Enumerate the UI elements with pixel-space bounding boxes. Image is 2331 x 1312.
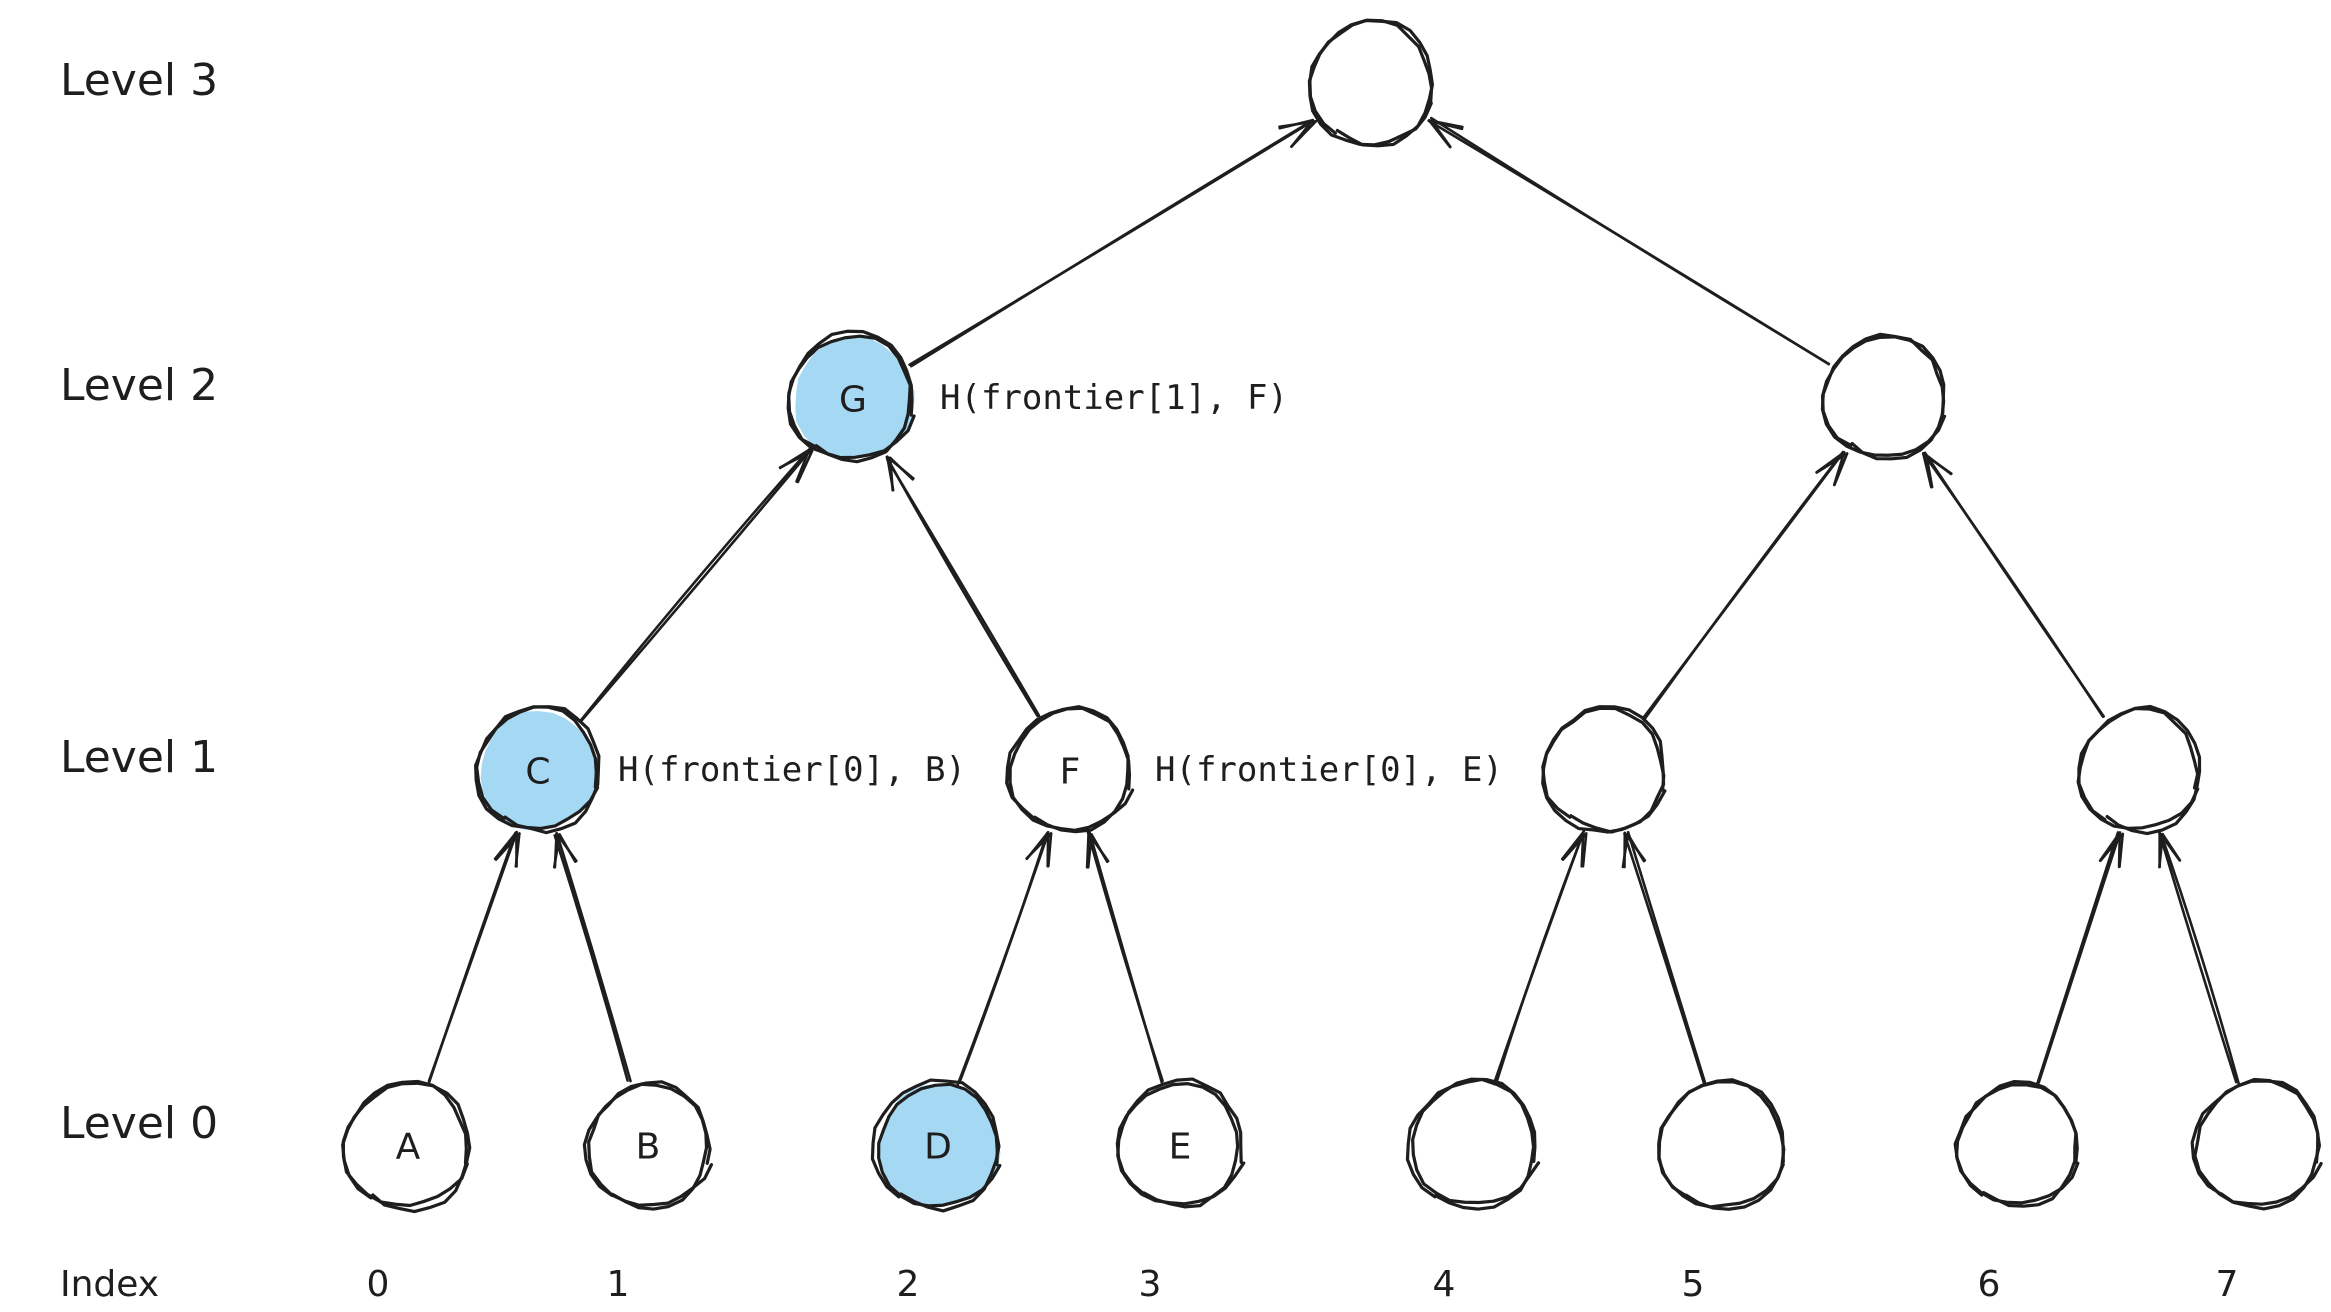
tree-edge xyxy=(1492,829,1588,1086)
index-value-6: 6 xyxy=(1978,1264,2001,1305)
tree-node-L7[interactable] xyxy=(2190,1077,2323,1211)
tree-node-L6[interactable] xyxy=(1953,1079,2080,1208)
tree-node-L5[interactable] xyxy=(1657,1078,1786,1211)
node-highlight-fill xyxy=(795,336,915,460)
tree-edge xyxy=(1085,830,1164,1085)
node-outline xyxy=(1820,335,1946,461)
node-label: B xyxy=(636,1127,661,1168)
node-outline xyxy=(1405,1077,1536,1211)
node-outline xyxy=(1657,1078,1785,1211)
node-outline xyxy=(1307,18,1434,147)
node-label: C xyxy=(525,752,550,793)
node-label: G xyxy=(839,380,867,421)
tree-node-c[interactable]: C xyxy=(474,705,601,835)
edges-layer xyxy=(427,116,2241,1087)
node-fill xyxy=(1011,711,1128,827)
node-highlight-fill xyxy=(878,1083,1001,1207)
node-fill xyxy=(588,1083,707,1204)
level-label-2: Level 1 xyxy=(60,732,218,783)
node-outline xyxy=(1953,1083,2078,1208)
tree-node-n1c[interactable] xyxy=(1541,705,1667,834)
node-outline xyxy=(2077,704,2202,836)
tree-node-n2r[interactable] xyxy=(1820,332,1947,461)
tree-edge xyxy=(1641,450,1849,722)
node-fill xyxy=(1960,1084,2079,1205)
node-outline xyxy=(582,1082,709,1211)
tree-edge xyxy=(908,118,1318,368)
node-outline xyxy=(787,334,912,464)
tree-edge xyxy=(1427,116,1831,366)
tree-edge xyxy=(552,832,632,1083)
index-value-7: 7 xyxy=(2216,1264,2239,1305)
tree-edge xyxy=(956,830,1053,1087)
tree-node-e[interactable]: E xyxy=(1115,1077,1246,1209)
tree-edge xyxy=(579,448,814,723)
tree-edge xyxy=(1621,830,1707,1085)
node-outline xyxy=(1005,705,1130,834)
node-fill xyxy=(1662,1082,1783,1204)
nodes-layer: G C F A B D E xyxy=(341,18,2323,1214)
tree-node-b[interactable]: B xyxy=(582,1080,714,1211)
node-fill xyxy=(1825,335,1944,457)
level-label-0: Level 3 xyxy=(60,55,218,106)
node-outline xyxy=(2190,1079,2322,1211)
node-outline xyxy=(870,1078,1001,1213)
node-label: D xyxy=(924,1127,952,1168)
tree-node-n1d[interactable] xyxy=(2076,704,2202,836)
node-label: E xyxy=(1169,1127,1192,1168)
node-highlight-fill xyxy=(480,711,598,831)
tree-node-L4[interactable] xyxy=(1405,1077,1541,1211)
tree-edge xyxy=(2035,831,2125,1086)
labels-layer: H(frontier[1], F) H(frontier[0], B) H(fron… xyxy=(60,55,2238,1305)
node-fill xyxy=(2196,1083,2316,1204)
node-label: F xyxy=(1060,752,1081,793)
tree-edge xyxy=(885,455,1041,718)
index-value-2: 2 xyxy=(897,1264,920,1305)
node-outline xyxy=(1008,706,1135,832)
index-value-0: 0 xyxy=(367,1264,390,1305)
tree-edge xyxy=(1922,451,2105,718)
node-outline xyxy=(341,1081,472,1214)
tree-node-f[interactable]: F xyxy=(1005,705,1135,834)
node-outline xyxy=(475,705,601,835)
index-value-4: 4 xyxy=(1433,1264,1456,1305)
node-fill xyxy=(1547,709,1663,827)
hash-annotation-f: H(frontier[0], E) xyxy=(1155,750,1503,790)
node-outline xyxy=(1308,18,1435,148)
index-row-label: Index xyxy=(60,1264,159,1305)
node-outline xyxy=(1115,1082,1240,1209)
node-fill xyxy=(1311,23,1431,144)
tree-edge xyxy=(427,830,521,1084)
level-label-1: Level 2 xyxy=(60,360,218,411)
tree-edge xyxy=(2158,831,2241,1086)
hash-annotation-g: H(frontier[1], F) xyxy=(940,378,1288,418)
node-fill xyxy=(1119,1083,1239,1204)
node-fill xyxy=(1413,1084,1533,1205)
node-fill xyxy=(348,1082,468,1204)
hash-annotation-c: H(frontier[0], B) xyxy=(618,750,966,790)
node-outline xyxy=(2076,706,2200,830)
index-value-1: 1 xyxy=(607,1264,630,1305)
node-outline xyxy=(1541,705,1666,834)
node-fill xyxy=(2082,711,2198,827)
tree-node-g[interactable]: G xyxy=(786,329,916,464)
index-value-3: 3 xyxy=(1139,1264,1162,1305)
tree-node-d[interactable]: D xyxy=(870,1078,1002,1213)
tree-node-a[interactable]: A xyxy=(341,1079,472,1214)
tree-node-root[interactable] xyxy=(1307,18,1435,148)
index-value-5: 5 xyxy=(1682,1264,1705,1305)
node-outline xyxy=(877,1082,1002,1208)
level-label-3: Level 0 xyxy=(60,1098,218,1149)
node-label: A xyxy=(396,1127,421,1168)
